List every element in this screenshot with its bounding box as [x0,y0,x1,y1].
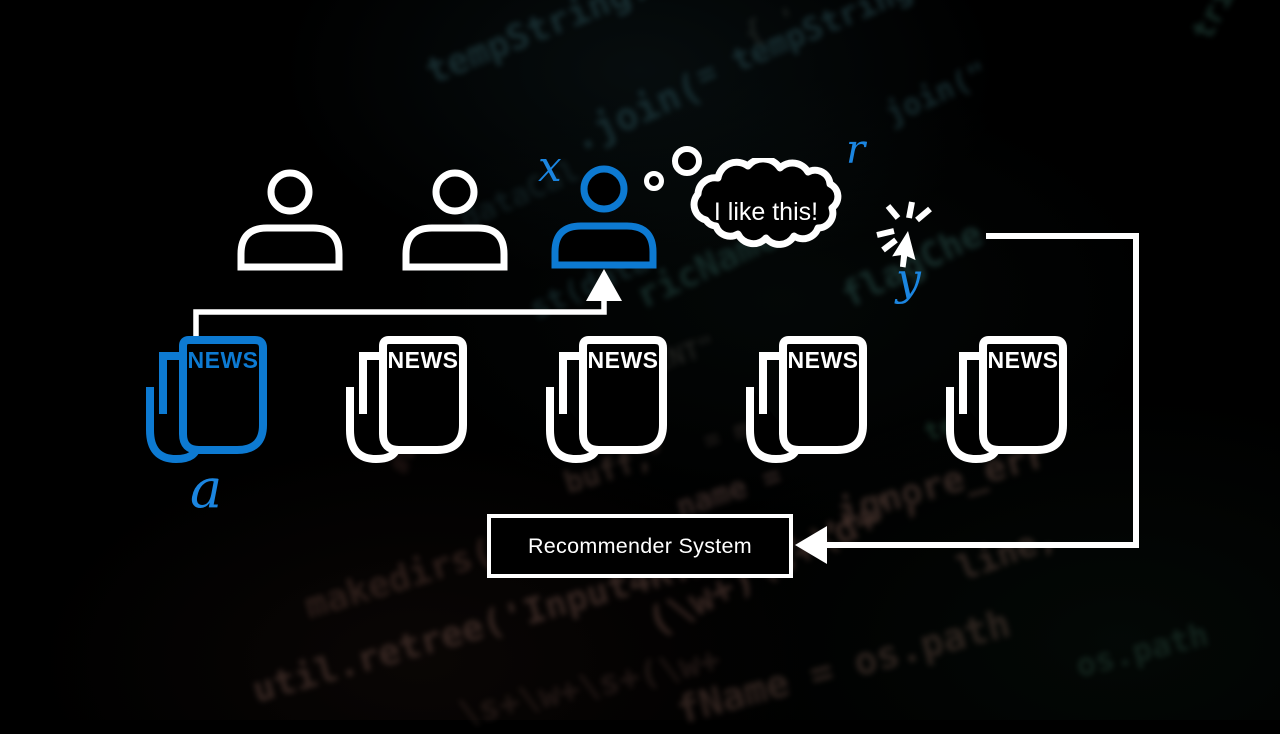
click-rays-icon [876,201,932,253]
click-action [860,190,950,280]
newspaper-icon [546,336,667,464]
person-icon [402,169,508,271]
mouse-pointer-icon [892,231,916,268]
person-icon [237,169,343,271]
news-icon-2: NEWS [334,330,474,470]
news-title: NEWS [787,347,859,373]
label-x: x [538,142,562,191]
up-arrowhead-icon [586,269,622,301]
thought-dot-large-icon [672,146,702,176]
newspaper-icon [346,336,467,464]
thought-bubble-icon [690,155,842,248]
news-title: NEWS [987,347,1059,373]
recommender-system-box: Recommender System [487,514,793,578]
news-icon-3: NEWS [534,330,674,470]
news-title: NEWS [587,347,659,373]
click-cursor-icon [876,201,932,268]
user-icon-2 [390,165,520,275]
feedback-to-recommender-line [826,233,1139,548]
recommender-system-label: Recommender System [527,533,753,558]
newspaper-icon [946,336,1067,464]
news-icon-4: NEWS [734,330,874,470]
label-r: r [846,127,866,173]
thought-dot-small-icon [644,171,664,191]
thought-text: I like this! [713,198,819,226]
person-icon-highlighted [551,165,657,269]
left-arrowhead-icon [795,526,827,564]
news-title: NEWS [387,347,459,373]
user-icon-1 [225,165,355,275]
news-to-user-line [193,299,607,341]
news-title: NEWS [187,347,259,373]
thought-bubble: I like this! [684,155,842,258]
label-a: a [190,457,223,520]
news-icon-recommended: NEWS [134,330,274,470]
newspaper-icon-highlighted [146,336,267,464]
user-icon-active [539,162,669,272]
newspaper-icon [746,336,867,464]
news-icon-5: NEWS [934,330,1074,470]
